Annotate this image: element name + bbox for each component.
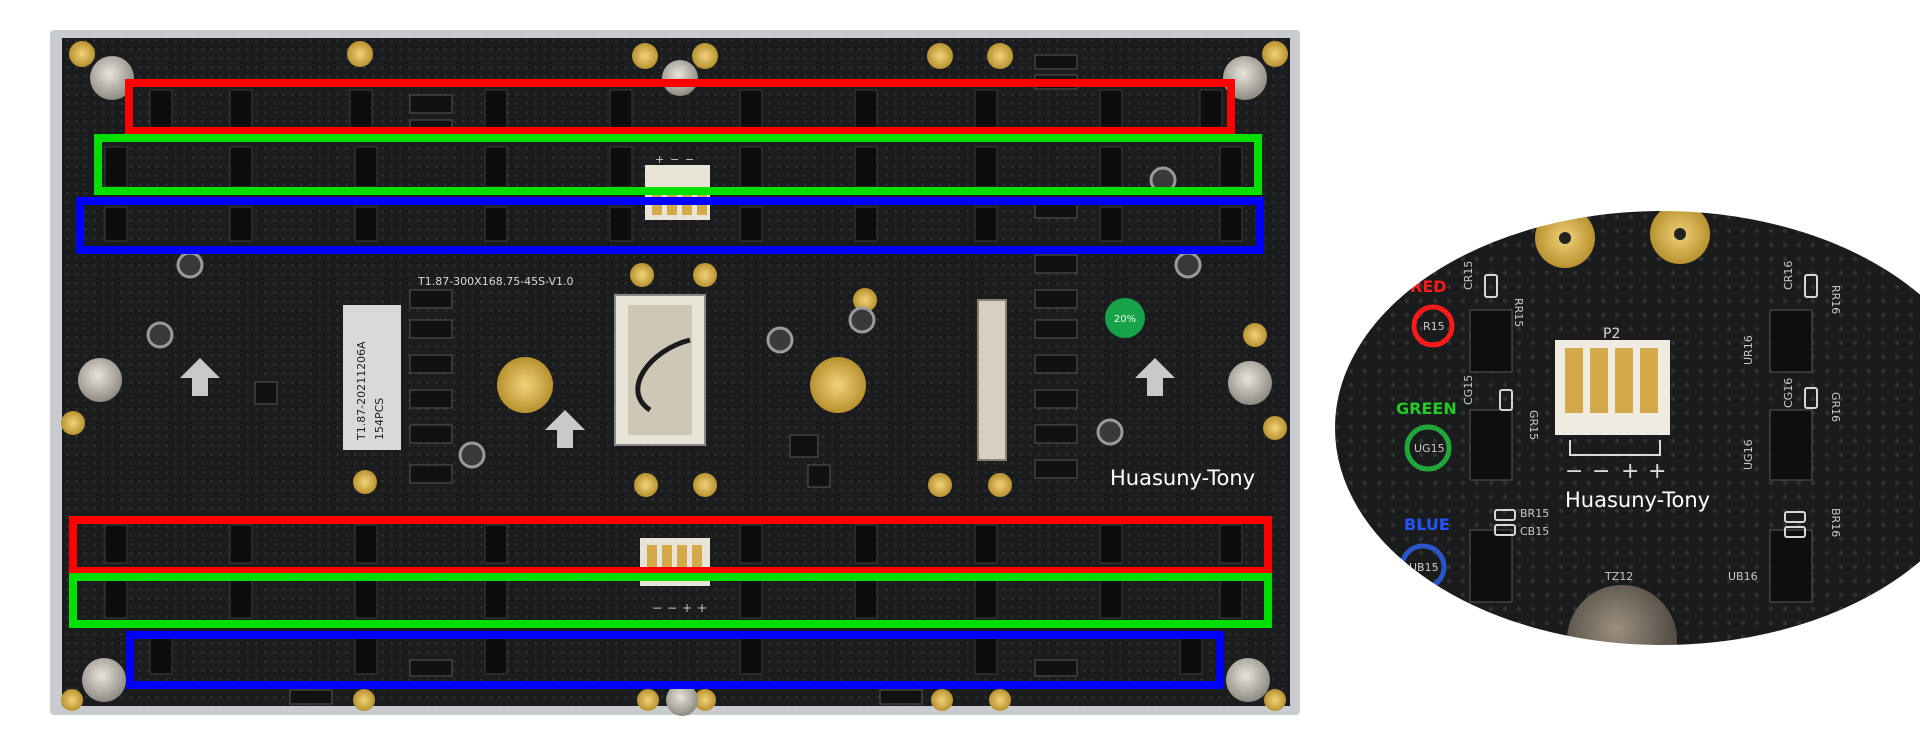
hub-connector [614,294,706,446]
green-band-bottom [69,573,1272,628]
direction-arrows [180,358,1175,448]
part-label: UR16 [1742,335,1755,365]
sticker-line1: T1.87-20211206A [355,341,368,441]
zoom-label-blue: BLUE [1404,515,1450,534]
red-band-top [125,79,1235,135]
zoom-label-green: GREEN [1396,399,1457,418]
watermark-main: Huasuny-Tony [1110,466,1255,490]
zoom-label-red: RED [1410,277,1447,296]
zoom-ic [1769,529,1813,603]
zoom-pin-label: + [1648,459,1666,484]
part-label: CB15 [1520,525,1549,538]
zoom-detail-view: P2 − − + + CR15 RR15 CG15 GR15 [1333,209,1920,647]
part-label: GR15 [1527,410,1540,440]
part-label: BR15 [1520,507,1549,520]
arrow-up-icon [180,358,220,396]
sticker-line2: 154PCS [373,398,386,440]
part-label: UG16 [1742,439,1755,470]
part-label: GR16 [1829,392,1842,422]
zoom-ic [1469,529,1513,603]
blue-band-bottom [126,631,1224,689]
part-label: RR15 [1512,298,1525,327]
zoom-oval-border [1333,209,1920,647]
driver-ics-top [104,89,1243,242]
pin-label: + [682,601,692,615]
blue-band-top [76,197,1264,254]
highlight-bands [69,79,1272,689]
arrow-up-icon [1135,358,1175,396]
part-label: CR15 [1462,261,1475,290]
part-label: UB15 [1409,561,1439,574]
part-label: CG16 [1782,378,1795,408]
magnets [78,56,1272,716]
red-band-bottom [69,516,1272,575]
zoom-ic [1769,309,1813,373]
part-label: TZ12 [1604,570,1633,583]
part-label: UG15 [1414,442,1445,455]
gold-pads [61,41,1288,711]
batch-sticker: T1.87-20211206A 154PCS [343,305,401,450]
part-label: UB16 [1728,570,1758,583]
zoom-p2-connector [1555,340,1670,456]
green-band-top [94,134,1262,195]
gold-pad-large [810,357,866,413]
zoom-magnet [1567,585,1677,646]
led-module-board: + − − − − + + 20% T1.87-20211206 [50,30,1300,716]
part-label: RR16 [1829,285,1842,314]
driver-ics-bottom [104,524,1243,675]
part-label: CR16 [1782,261,1795,290]
zoom-p2-label: P2 [1603,326,1620,342]
pin-label: + [655,153,664,166]
arrow-up-icon [545,410,585,448]
pin-label: − [652,601,662,615]
zoom-pin-label: − [1565,459,1583,484]
red-marker [1411,304,1455,348]
zoom-ic [1769,409,1813,481]
zoom-pin-label: + [1621,459,1639,484]
green-badge-text: 20% [1114,314,1136,325]
part-label: CG15 [1462,375,1475,405]
watermark-zoom: Huasuny-Tony [1565,488,1710,512]
part-label: BR16 [1829,508,1842,537]
vertical-connector [977,299,1007,461]
pin-label: + [697,601,707,615]
capacitors [146,166,1202,469]
pin-label: − [667,601,677,615]
pin-label: − [685,153,694,166]
board-model-label: T1.87-300X168.75-45S-V1.0 [417,275,574,288]
zoom-pin-label: − [1592,459,1610,484]
zoom-ic [1469,309,1513,373]
gold-pad-large [497,357,553,413]
zoom-ic [1469,409,1513,481]
pin-label: − [670,153,679,166]
green-badge [1105,298,1145,338]
logic-ics [254,54,1078,705]
part-label: R15 [1423,320,1445,333]
green-marker [1404,424,1452,472]
